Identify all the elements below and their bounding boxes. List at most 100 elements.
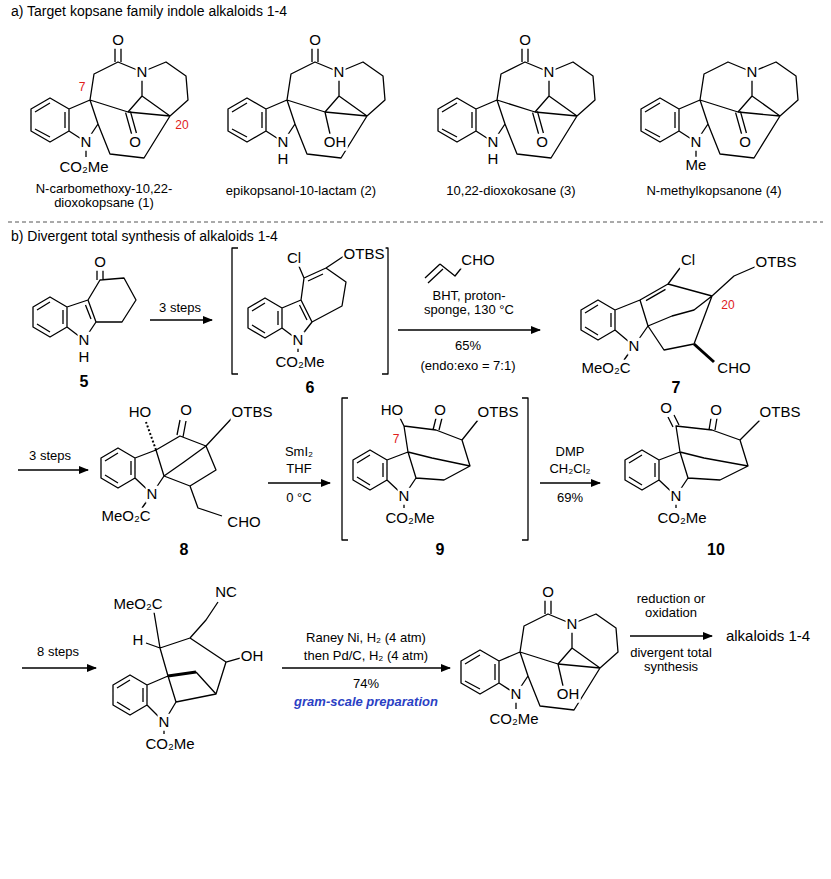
atom-label: OTBS	[477, 404, 520, 421]
reaction-condition: 3 steps	[28, 449, 72, 463]
atom-label: H	[132, 632, 145, 649]
atom-label: N	[566, 616, 579, 633]
wedge-bond	[168, 672, 196, 676]
atom-label: NC	[214, 584, 238, 601]
atom-label: CO₂Me	[488, 711, 539, 728]
atom-label: N	[136, 64, 149, 81]
locant-number: 7	[392, 433, 401, 446]
reaction-arrow	[22, 667, 96, 668]
atom-label: Cl	[286, 250, 302, 267]
atom-label: N	[158, 714, 171, 731]
atom-label: O	[308, 32, 322, 49]
reaction-condition: divergent total synthesis	[626, 646, 716, 675]
atom-label: HO	[380, 402, 405, 419]
reaction-arrow	[630, 635, 712, 636]
atom-label: O	[179, 402, 193, 419]
reaction-arrow	[398, 329, 540, 330]
bracket	[342, 398, 528, 540]
atom-label: OH	[323, 134, 348, 151]
atom-label: N	[146, 486, 159, 503]
atom-label: N	[628, 338, 641, 355]
atom-label: O	[111, 32, 125, 49]
atom-label: N	[80, 134, 93, 151]
atom-label: O	[128, 134, 142, 151]
atom-label: N	[78, 332, 91, 349]
atom-label: CHO	[460, 252, 495, 269]
atom-label: OTBS	[343, 246, 386, 263]
structure-10	[625, 415, 760, 508]
reaction-condition: reduction or oxidation	[622, 592, 720, 621]
atom-label: O	[659, 400, 673, 417]
atom-label: N	[543, 64, 556, 81]
reaction-condition: SmI₂	[284, 445, 314, 459]
reaction-condition: (endo:exo = 7:1)	[419, 359, 516, 373]
compound-name: 10,22-dioxokosane (3)	[415, 184, 607, 198]
atom-label: CO₂Me	[656, 510, 707, 527]
atom-label: CHO	[716, 360, 751, 377]
atom-label: N	[746, 64, 759, 81]
reaction-condition: then Pd/C, H₂ (4 atm)	[303, 649, 429, 663]
atom-label: O	[433, 402, 447, 419]
atom-label: H	[78, 349, 91, 366]
structure-1	[31, 47, 188, 158]
structure-11	[113, 602, 240, 734]
atom-label: N	[292, 332, 305, 349]
atom-label: O	[709, 402, 723, 419]
compound-number: 5	[79, 373, 90, 391]
atom-label: OH	[556, 686, 581, 703]
atom-label: N	[670, 488, 683, 505]
compound-number: 10	[706, 541, 726, 559]
atom-label: CO₂Me	[384, 510, 435, 527]
atom-label: O	[518, 32, 532, 49]
atom-label: O	[738, 134, 752, 151]
atom-label: OTBS	[759, 404, 802, 421]
highlight-note: gram-scale preparation	[293, 695, 439, 709]
structure-9	[353, 418, 478, 508]
atom-label: O	[93, 254, 107, 271]
reaction-arrow	[540, 482, 600, 483]
atom-label: OTBS	[231, 404, 274, 421]
structure-12	[461, 599, 618, 710]
structure-7	[581, 266, 757, 360]
reaction-condition: 8 steps	[36, 645, 80, 659]
reaction-condition: 65%	[454, 339, 482, 353]
reaction-condition: 3 steps	[158, 301, 202, 315]
reaction-arrow	[150, 319, 212, 320]
bracket	[232, 248, 388, 374]
reaction-condition: DMP	[555, 445, 586, 459]
structure-6	[248, 256, 346, 352]
locant-number: 7	[78, 81, 87, 94]
atom-label: H	[487, 151, 500, 168]
wedge-bond	[694, 344, 714, 362]
atom-label: O	[535, 134, 549, 151]
locant-number: 20	[720, 299, 735, 312]
atom-label: O	[541, 584, 555, 601]
atom-label: OH	[240, 648, 265, 665]
reaction-condition: BHT, proton- sponge, 130 °C	[412, 289, 526, 318]
compound-name: N-carbomethoxy-10,22- dioxokopsane (1)	[18, 182, 190, 211]
atom-label: N	[690, 134, 703, 151]
atom-label: CHO	[226, 514, 261, 531]
section-heading: a) Target kopsane family indole alkaloid…	[10, 4, 288, 19]
reaction-arrow	[18, 469, 88, 470]
atom-label: CO₂Me	[144, 736, 195, 753]
compound-number: 8	[179, 541, 190, 559]
hashed-bond	[146, 422, 156, 450]
atom-label: Cl	[680, 252, 696, 269]
section-heading: b) Divergent total synthesis of alkaloid…	[10, 229, 279, 244]
reaction-condition: THF	[285, 462, 312, 476]
locant-number: 20	[174, 119, 189, 132]
compound-name: epikopsanol-10-lactam (2)	[205, 184, 397, 198]
atom-label: CO₂Me	[58, 159, 109, 176]
atom-label: N	[277, 134, 290, 151]
atom-label: N	[398, 488, 411, 505]
structure-3	[438, 47, 595, 158]
compound-number: 6	[305, 379, 316, 397]
atom-label: MeO₂C	[100, 508, 151, 525]
compound-number: 7	[671, 379, 682, 397]
atom-label: HO	[128, 404, 153, 421]
atom-label: alkaloids 1-4	[725, 628, 811, 645]
atom-label: Me	[685, 157, 708, 174]
atom-label: N	[333, 64, 346, 81]
